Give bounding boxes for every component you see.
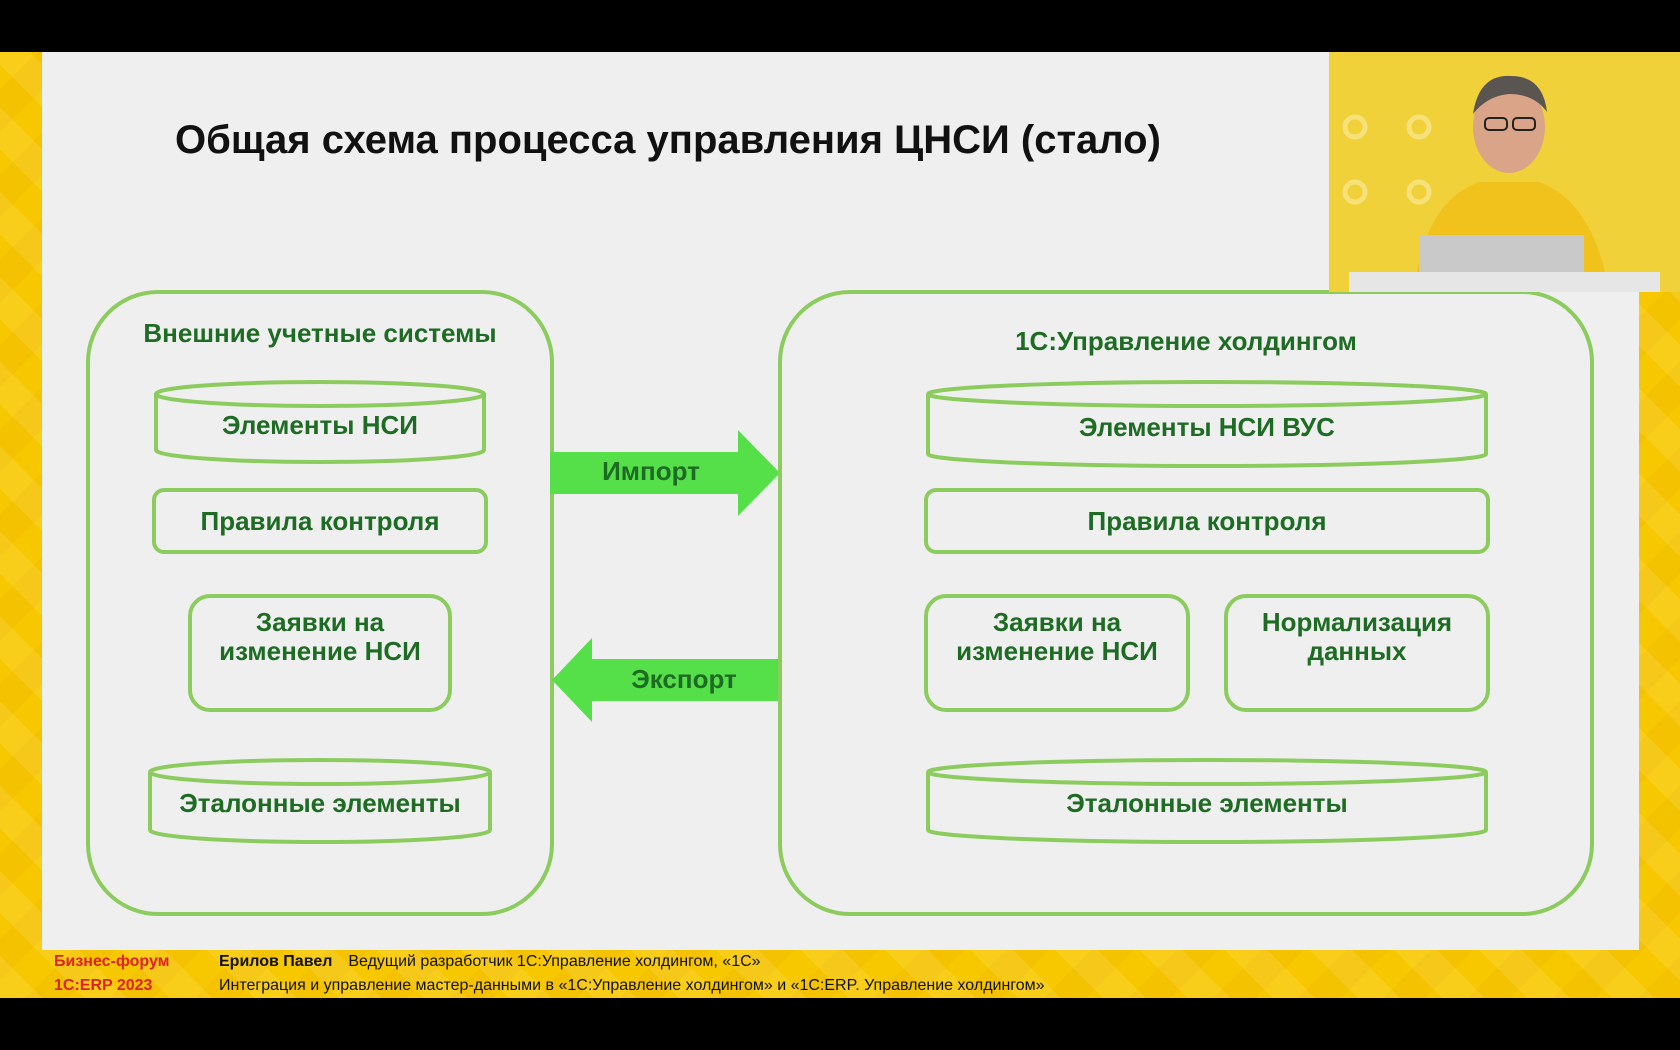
- right-change-requests-line2: изменение НСИ: [956, 635, 1158, 666]
- holding-panel: [778, 290, 1594, 916]
- right-nsi-vus-label: Элементы НСИ ВУС: [1079, 412, 1335, 442]
- left-control-rules-box: Правила контроля: [152, 488, 488, 554]
- right-control-rules-box: Правила контроля: [924, 488, 1490, 554]
- import-label: Импорт: [602, 456, 700, 486]
- left-control-rules-label: Правила контроля: [200, 505, 440, 536]
- right-change-requests-box: Заявки на изменение НСИ: [924, 594, 1190, 712]
- right-change-requests-line1: Заявки на: [992, 607, 1122, 637]
- data-normalization-box: Нормализация данных: [1224, 594, 1490, 712]
- import-arrow: Импорт: [550, 430, 780, 516]
- left-nsi-elements-label: Элементы НСИ: [222, 410, 418, 440]
- export-arrow: Экспорт: [552, 638, 780, 722]
- right-nsi-vus-cylinder: Элементы НСИ ВУС: [924, 378, 1490, 470]
- slide-title: Общая схема процесса управления ЦНСИ (ст…: [175, 118, 1161, 162]
- left-reference-elements-cylinder: Эталонные элементы: [146, 756, 494, 846]
- left-reference-elements-label: Эталонные элементы: [179, 788, 461, 818]
- speaker-name: Ерилов Павел: [219, 953, 333, 970]
- speaker-role: Ведущий разработчик 1С:Управление холдин…: [348, 953, 761, 970]
- broadcast-footer: Бизнес-форум 1С:ERP 2023 Ерилов Павел Вед…: [0, 950, 1680, 998]
- left-nsi-elements-cylinder: Элементы НСИ: [152, 378, 488, 466]
- data-normalization-line2: данных: [1307, 635, 1407, 666]
- right-reference-elements-cylinder: Эталонные элементы: [924, 756, 1490, 846]
- left-change-requests-line2: изменение НСИ: [219, 635, 421, 666]
- left-change-requests-line1: Заявки на: [255, 607, 385, 637]
- data-normalization-line1: Нормализация: [1261, 607, 1453, 637]
- left-change-requests-box: Заявки на изменение НСИ: [188, 594, 452, 712]
- speaker-info: Ерилов Павел Ведущий разработчик 1С:Управ…: [219, 950, 1045, 998]
- speaker-video-inset: [1329, 52, 1680, 292]
- holding-title: 1С:Управление холдингом: [1015, 326, 1357, 356]
- speaker-figure: [1329, 52, 1680, 292]
- right-control-rules-label: Правила контроля: [1087, 505, 1327, 536]
- talk-title: Интеграция и управление мастер-данными в…: [219, 977, 1045, 994]
- event-name: Бизнес-форум 1С:ERP 2023: [54, 953, 170, 994]
- external-systems-panel: [86, 290, 554, 916]
- external-systems-title: Внешние учетные системы: [143, 318, 497, 348]
- export-label: Экспорт: [631, 664, 737, 694]
- right-reference-elements-label: Эталонные элементы: [1066, 788, 1348, 818]
